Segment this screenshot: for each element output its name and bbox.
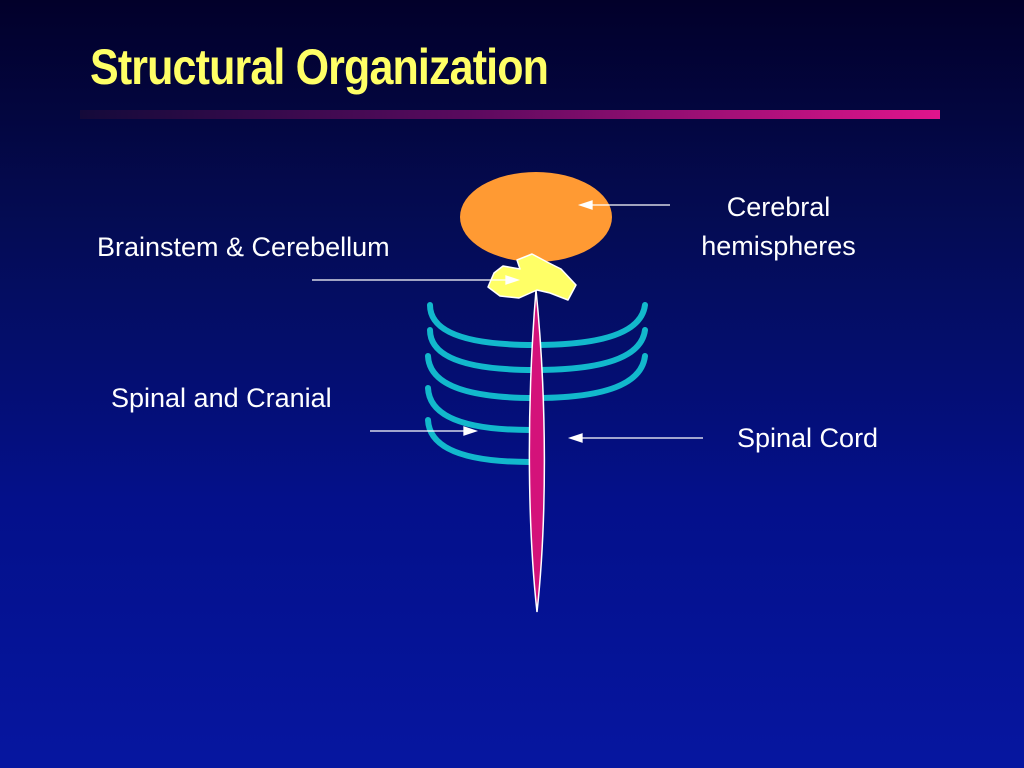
brainstem-cerebellum [487,253,577,301]
arrow-spinal-cranial [370,426,479,436]
label-spinal-cord: Spinal Cord [737,423,879,453]
arrow-spinal-cord [567,433,703,443]
spinal-cord [528,289,546,613]
slide-title: Structural Organization [90,39,549,95]
label-cerebral-hemispheres: Cerebral hemispheres [676,188,881,266]
nerve-4 [425,385,533,433]
arrow-cerebral [577,200,670,210]
arrows [312,200,703,443]
label-cerebral-line2: hemispheres [701,231,856,261]
cerebrum [460,172,612,262]
arrow-brainstem [312,275,521,285]
label-brainstem-cerebellum: Brainstem & Cerebellum [97,232,390,262]
label-cerebral-line1: Cerebral [726,192,831,222]
title-underline [80,110,940,119]
nerve-5 [425,417,533,465]
label-spinal-and-cranial: Spinal and Cranial [111,383,332,413]
